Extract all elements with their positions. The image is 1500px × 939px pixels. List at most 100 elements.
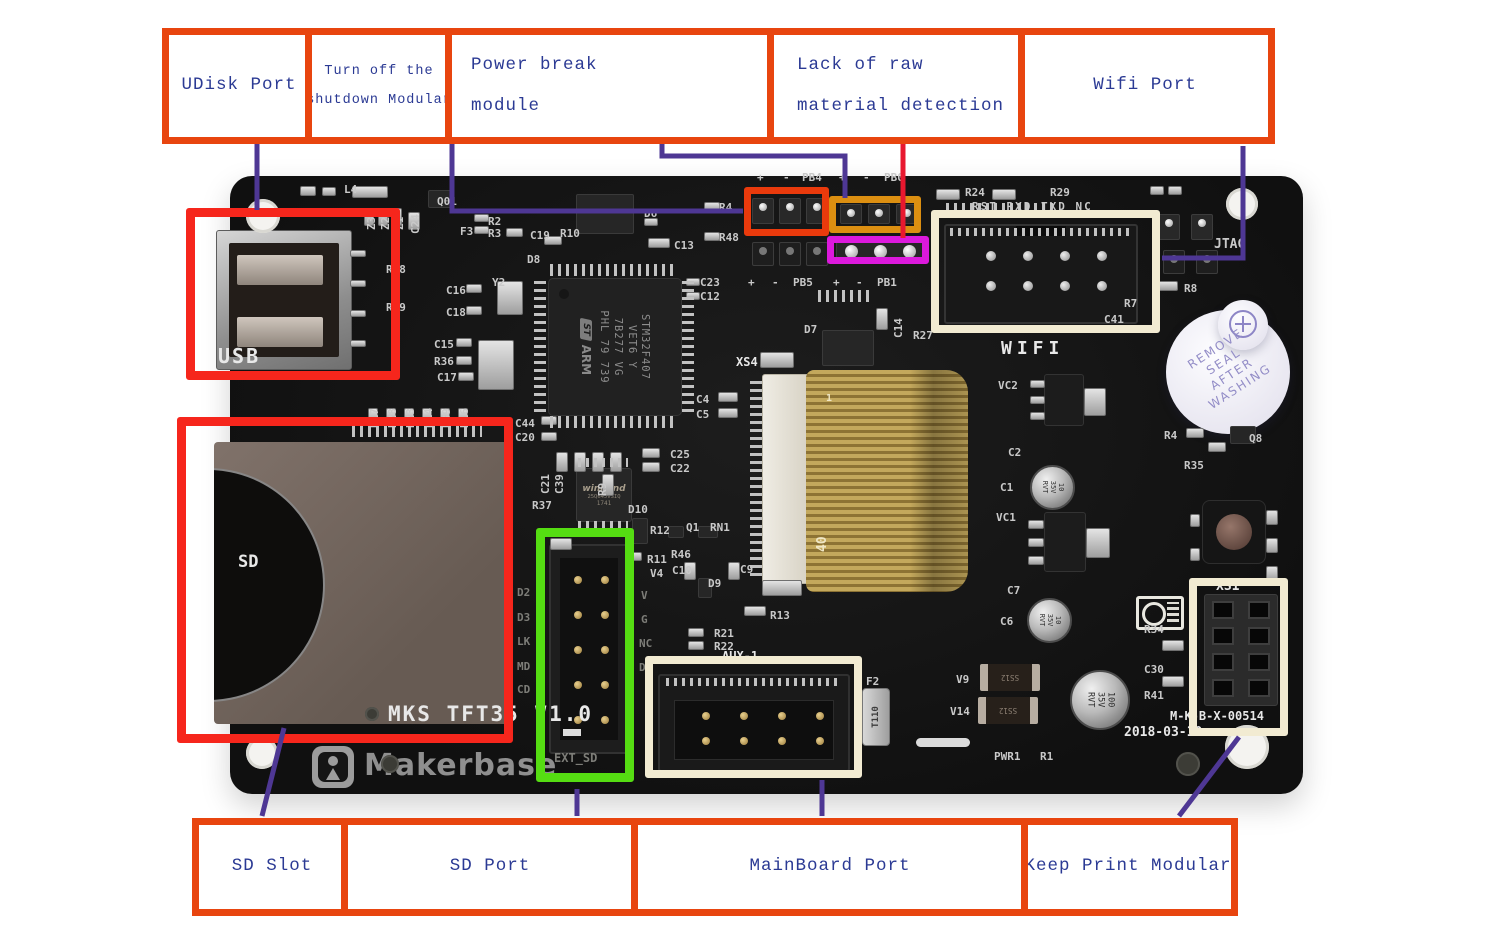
smd-d [698, 578, 712, 598]
smd-comb [578, 521, 628, 530]
capacitor-bulk: 100 35V RVT [1070, 670, 1130, 730]
smd-s [1086, 528, 1110, 558]
smd-vcomb [750, 380, 762, 576]
smd-s [1266, 538, 1278, 553]
smd-comb [666, 678, 842, 686]
smd-s [718, 408, 738, 418]
capacitor-c1: 10 35V RVT [1030, 465, 1075, 510]
silkscreen-text: SD [238, 552, 259, 572]
connector-pin [601, 611, 609, 619]
connector-pin [574, 576, 582, 584]
connector-pin [1097, 281, 1107, 291]
silkscreen-text: C44 [515, 417, 535, 430]
fuse: T110 [862, 688, 890, 746]
label-text: Turn off the [324, 63, 434, 79]
smd-s [642, 448, 660, 458]
silkscreen-text: R48 [719, 231, 739, 244]
smd-comb [946, 203, 1056, 210]
pin-tip [903, 245, 916, 258]
smd-s [936, 189, 960, 200]
smd-s [544, 236, 562, 245]
glare [916, 738, 970, 747]
label-divider [767, 35, 774, 137]
silkscreen-text: RN1 [710, 521, 730, 534]
smd-s [474, 226, 489, 234]
smd-s [1030, 412, 1045, 420]
smd-d [668, 526, 684, 538]
label-lack-raw-material: Lack of raw material detection [771, 35, 1022, 137]
label-sd-slot: SD Slot [199, 825, 345, 909]
smd-s [1186, 428, 1204, 438]
usb-contact-tab [237, 255, 323, 285]
connector-pin [1097, 251, 1107, 261]
smd-s [684, 562, 696, 580]
silkscreen-text: R4 [1164, 429, 1178, 442]
smd-s [642, 462, 660, 472]
socket-hole [1248, 601, 1270, 619]
silkscreen-text: EXT_SD [554, 751, 598, 765]
highlight-sd-port [536, 528, 634, 782]
silkscreen-text: F3 [460, 225, 474, 238]
label-turn-off-shutdown: Turn off the shutdown Modular [306, 35, 452, 137]
silkscreen-text: C25 [670, 448, 690, 461]
top-label-row: UDisk Port Turn off the shutdown Modular… [162, 28, 1275, 144]
smd-s [644, 218, 658, 226]
diode-v14: SS12 [978, 697, 1038, 724]
smd-d [1230, 426, 1256, 444]
silkscreen-text: C4 [696, 393, 710, 406]
silkscreen-text: C22 [670, 462, 690, 475]
highlight-mainboard-port [645, 656, 862, 778]
pin-header [779, 198, 801, 224]
pin-header [779, 242, 801, 266]
smd-vcomb [534, 280, 546, 412]
silkscreen-text: NC [639, 637, 653, 650]
smd-comb [950, 228, 1130, 236]
smd-s [1208, 442, 1226, 452]
silkscreen-text: MD [517, 660, 531, 673]
silkscreen-text: C13 [674, 239, 694, 252]
silkscreen-text: C10 [672, 564, 692, 577]
connector-pin [702, 737, 710, 745]
label-divider [1021, 825, 1028, 909]
smd-s [876, 308, 888, 330]
connector-pin [601, 716, 609, 724]
silkscreen-text: F2 [866, 675, 880, 688]
silkscreen-text: R3 [488, 227, 502, 240]
connector-pin [986, 281, 996, 291]
label-text: shutdown Modular [306, 93, 452, 108]
connector-pin [816, 737, 824, 745]
mount-hole [381, 755, 399, 773]
smd-d [822, 330, 874, 366]
label-divider [305, 35, 312, 137]
silkscreen-text: D10 [628, 503, 648, 516]
silkscreen-text: C20 [515, 431, 535, 444]
footprint-circle [1142, 602, 1166, 626]
silkscreen-text: XS4 [736, 355, 758, 369]
smd-s [322, 187, 336, 196]
highlight-shutdown-module-pins [744, 187, 829, 236]
silkscreen-text: R8 [1184, 282, 1198, 295]
label-sd-port: SD Port [345, 825, 635, 909]
flash-part: 25Q64JVSIQ [587, 493, 621, 500]
silkscreen-text: C16 [446, 284, 466, 297]
silkscreen-text: R21 [714, 627, 734, 640]
voltage-regulator-vc1 [1044, 512, 1086, 572]
label-divider [445, 35, 452, 137]
voltage-regulator-vc2 [1044, 374, 1084, 426]
label-text: SD Slot [231, 856, 313, 877]
smd-s [1266, 510, 1278, 525]
socket-hole [1248, 679, 1270, 697]
smd-s [1030, 380, 1045, 388]
connector-pin [816, 712, 824, 720]
silkscreen-text: C19 [530, 229, 550, 242]
smd-s [506, 228, 523, 237]
label-text: Wifi Port [1093, 75, 1197, 96]
connector-pin [1060, 281, 1070, 291]
smd-s [1162, 640, 1184, 651]
smd-s [466, 284, 482, 293]
socket-hole [1212, 627, 1234, 645]
connector-pin [986, 251, 996, 261]
smd-s [1190, 514, 1200, 527]
smd-s [1028, 520, 1044, 529]
